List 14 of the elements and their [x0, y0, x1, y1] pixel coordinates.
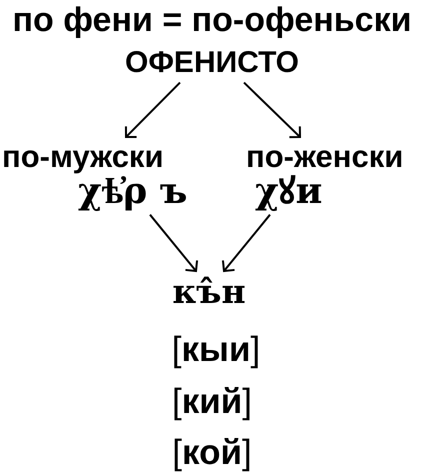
transcription-label: [кий] — [172, 382, 252, 422]
old-script-word: къ̂н — [172, 274, 246, 311]
heading-label: по-женски — [246, 140, 404, 174]
title: по фени = по-офеньски — [12, 1, 412, 40]
arrow — [222, 214, 271, 272]
arrow — [243, 82, 301, 138]
arrow — [149, 214, 198, 272]
transcription-label: [кой] — [172, 433, 252, 472]
old-script-word: χꙋи — [255, 172, 322, 212]
heading-label: по-мужски — [2, 140, 164, 174]
term-label: ОФЕНИСТО — [125, 46, 299, 80]
transcription-label: [кыи] — [172, 330, 260, 370]
arrow — [124, 82, 181, 138]
old-script-word: χѣ҆ρ ъ — [78, 172, 188, 212]
